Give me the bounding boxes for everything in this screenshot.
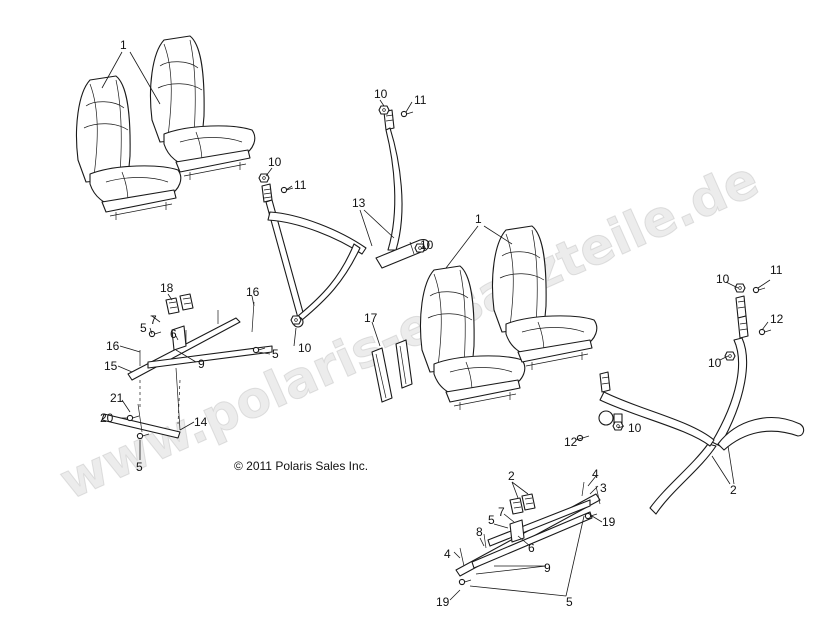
copyright-text: © 2011 Polaris Sales Inc. — [234, 459, 368, 473]
callout-21: 21 — [110, 391, 124, 405]
callout-10-c: 10 — [420, 238, 434, 252]
callout-14: 14 — [194, 415, 208, 429]
callout-20: 20 — [100, 411, 114, 425]
callout-19-a: 19 — [602, 515, 616, 529]
seat-belt-front — [261, 183, 367, 328]
callout-17: 17 — [364, 311, 378, 325]
callout-19-b: 19 — [436, 595, 450, 609]
callout-10-e: 10 — [716, 272, 730, 286]
callout-7-b: 7 — [498, 505, 505, 519]
callout-10-d: 10 — [298, 341, 312, 355]
callout-6-a: 6 — [170, 327, 177, 341]
callout-4-b: 4 — [444, 547, 451, 561]
seat-bracket-pair — [371, 339, 413, 403]
callout-16-a: 16 — [246, 285, 260, 299]
callout-12-a: 12 — [770, 312, 784, 326]
callout-11-a: 11 — [414, 93, 427, 107]
callout-5-d: 5 — [488, 513, 495, 527]
callout-16-b: 16 — [106, 339, 120, 353]
callout-10-b: 10 — [268, 155, 282, 169]
callout-15: 15 — [104, 359, 118, 373]
callout-10-f: 10 — [708, 356, 722, 370]
rear-seat-rails — [455, 481, 601, 586]
callout-5-b: 5 — [272, 347, 279, 361]
seat-front-right — [149, 35, 256, 181]
callout-18: 18 — [160, 281, 174, 295]
callout-5-e: 5 — [566, 595, 573, 609]
callout-3: 3 — [600, 481, 607, 495]
callout-5-c: 5 — [136, 460, 143, 474]
callout-11-b: 11 — [294, 178, 307, 192]
callout-6-b: 6 — [528, 541, 535, 555]
callout-1-rear: 1 — [475, 212, 482, 226]
watermark-text: www.polaris-ersatzteile.de — [51, 150, 767, 511]
callout-8: 8 — [476, 525, 483, 539]
callout-12-b: 12 — [564, 435, 578, 449]
callout-2-rail: 2 — [508, 469, 515, 483]
seat-belt-rear — [598, 295, 805, 515]
callout-9-b: 9 — [544, 561, 551, 575]
callout-labels: 1 1 13 10 11 10 11 10 10 10 11 12 10 10 … — [100, 38, 784, 609]
leader-lines — [101, 51, 771, 601]
front-seat-rails — [101, 293, 273, 440]
callout-10-a: 10 — [374, 87, 388, 101]
callout-13: 13 — [352, 196, 366, 210]
callout-1-front: 1 — [120, 38, 127, 52]
callout-2-belt: 2 — [730, 483, 737, 497]
callout-5-a: 5 — [140, 321, 147, 335]
callout-9-a: 9 — [198, 357, 205, 371]
callout-11-c: 11 — [770, 263, 783, 277]
callout-7-a: 7 — [150, 313, 157, 327]
callout-4-a: 4 — [592, 467, 599, 481]
callout-10-g: 10 — [628, 421, 642, 435]
